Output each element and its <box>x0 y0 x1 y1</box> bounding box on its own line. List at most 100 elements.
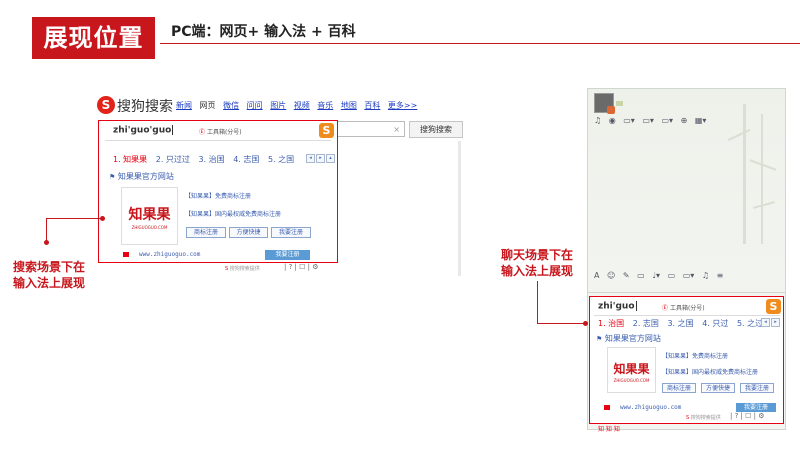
ime-footer: S 搜狗搜索提供 <box>225 265 260 272</box>
nav-item-web[interactable]: 网页 <box>199 101 216 110</box>
chat-toolbar: ♫ ◉ ▭▾ ▭▾ ▭▾ ⊕ ▦▾ <box>594 116 711 125</box>
logo-en: ZHIGUOGUO.COM <box>131 225 168 230</box>
ime-footer: S 搜狗搜索提供 <box>686 414 721 421</box>
flag-icon: ⚑ <box>109 173 116 181</box>
register-now-button[interactable]: 我要注册 <box>740 383 774 393</box>
trademark-register-button[interactable]: 商标注册 <box>186 227 226 238</box>
ime-divider <box>594 315 780 316</box>
nav-item-map[interactable]: 地图 <box>340 101 357 110</box>
next-page-icon[interactable]: ▸ <box>771 318 780 327</box>
chat-input-toolbar: A ☺ ✎ ▭ ♩▾ ▭ ▭▾ ♫ ≡ <box>588 271 785 288</box>
ime-candidate[interactable]: 5. 之过 <box>736 319 764 328</box>
prev-page-icon[interactable]: ◂ <box>761 318 770 327</box>
ime-official-site[interactable]: ⚑ 知果果官方网站 <box>109 171 174 182</box>
sogou-ime-badge-icon[interactable]: S <box>766 299 781 314</box>
logo-en: ZHIGUOGUO.COM <box>613 378 650 383</box>
register-now-button[interactable]: 我要注册 <box>271 227 311 238</box>
sogou-footer-icon: S <box>686 415 690 421</box>
ime-ad-link[interactable]: 【知果果】免费商标注册 <box>662 353 729 360</box>
page-scrollbar[interactable] <box>458 141 461 276</box>
annotation-line <box>537 281 538 323</box>
prev-page-icon[interactable]: ◂ <box>306 154 315 163</box>
ime-url[interactable]: www.zhiguoguo.com <box>139 251 201 258</box>
emoji-icon[interactable]: ☺ <box>607 271 616 280</box>
status-icon <box>616 101 623 106</box>
ime-site-label: 知果果官方网站 <box>604 334 661 343</box>
music-icon[interactable]: ♫ <box>701 271 710 280</box>
ime-divider <box>105 140 331 141</box>
screen-icon[interactable]: ▭▾ <box>623 116 635 125</box>
nav-item-music[interactable]: 音乐 <box>317 101 334 110</box>
search-nav: 新闻 网页 微信 问问 图片 视频 音乐 地图 百科 更多>> <box>176 100 422 111</box>
ime-toolbox[interactable]: Ⓔ 工具箱(分号) <box>662 303 705 312</box>
ime-candidate[interactable]: 1. 知果果 <box>113 155 148 164</box>
folder-icon[interactable]: ▭▾ <box>642 116 654 125</box>
ime-pinyin: zhi'guo <box>598 301 635 312</box>
nav-item-wenwen[interactable]: 问问 <box>246 101 263 110</box>
apps-icon[interactable]: ▦▾ <box>694 116 707 125</box>
ime-footer-text: 搜狗搜索提供 <box>690 415 721 421</box>
logo-zh: 知果果 <box>128 207 171 223</box>
ime-candidate[interactable]: 3. 之国 <box>667 319 694 328</box>
window-icon[interactable]: ▭▾ <box>661 116 674 125</box>
ime-candidate[interactable]: 4. 只过 <box>702 319 729 328</box>
sogou-logo-icon[interactable]: S <box>97 96 115 114</box>
trademark-register-button[interactable]: 商标注册 <box>662 383 696 393</box>
nav-item-baike[interactable]: 百科 <box>364 101 381 110</box>
add-icon[interactable]: ⊕ <box>680 116 688 125</box>
annotation-line <box>46 218 47 242</box>
convenient-button[interactable]: 方便快捷 <box>229 227 268 238</box>
ime-candidate[interactable]: 5. 之国 <box>267 155 295 164</box>
ime-ad-link[interactable]: 【知果果】国内最权威免费商标注册 <box>662 369 759 376</box>
next-page-icon[interactable]: ▸ <box>316 154 325 163</box>
ime-pager: ◂▸▴ <box>305 154 335 163</box>
collapse-icon[interactable]: ▴ <box>326 154 335 163</box>
sogou-logo-text[interactable]: 搜狗搜索 <box>117 99 173 115</box>
ime-candidate[interactable]: 2. 只过过 <box>155 155 190 164</box>
ime-candidate[interactable]: 1. 治国 <box>598 319 625 328</box>
zhiguoguo-logo[interactable]: 知果果 ZHIGUOGUO.COM <box>607 347 656 393</box>
edit-icon[interactable]: ▭ <box>667 271 676 280</box>
page-subtitle: PC端：网页+ 输入法 + 百科 <box>171 24 356 40</box>
scissors-icon[interactable]: ✎ <box>622 271 630 280</box>
convenient-button[interactable]: 方便快捷 <box>701 383 735 393</box>
ime-official-site[interactable]: ⚑ 知果果官方网站 <box>596 333 661 344</box>
annotation-search-scene: 搜索场景下在 输入法上展现 <box>12 260 85 290</box>
mic-icon[interactable]: ♫ <box>594 116 602 125</box>
sogou-ime-badge-icon[interactable]: S <box>319 123 334 138</box>
clear-icon[interactable]: × <box>393 125 400 134</box>
ime-candidate[interactable]: 4. 志国 <box>233 155 260 164</box>
ime-ad-link[interactable]: 【知果果】国内最权威免费商标注册 <box>185 211 282 218</box>
ime-ad-link[interactable]: 【知果果】免费商标注册 <box>185 193 252 200</box>
record-icon[interactable]: ◉ <box>608 116 616 125</box>
voice-icon[interactable]: ♩▾ <box>652 271 661 280</box>
nav-item-more[interactable]: 更多>> <box>387 101 418 110</box>
nav-item-news[interactable]: 新闻 <box>176 101 192 110</box>
sogou-footer-icon: S <box>225 266 229 272</box>
ime-toolbox[interactable]: Ⓔ 工具箱(分号) <box>199 127 242 136</box>
ime-candidate-window-chat: zhi'guo Ⓔ 工具箱(分号) S 1. 治国 2. 志国 3. 之国 4.… <box>589 296 784 424</box>
ime-candidate-list: 1. 治国 2. 志国 3. 之国 4. 只过 5. 之过 <box>598 318 769 329</box>
annotation-line <box>46 218 102 219</box>
ime-candidate[interactable]: 2. 志国 <box>632 319 659 328</box>
annotation-dot <box>100 216 105 221</box>
nav-item-video[interactable]: 视频 <box>293 101 310 110</box>
avatar[interactable] <box>594 93 615 114</box>
ime-candidate[interactable]: 3. 治国 <box>198 155 225 164</box>
signup-button[interactable]: 我要注册 <box>265 250 310 260</box>
signup-button[interactable]: 我要注册 <box>736 403 776 412</box>
nav-item-images[interactable]: 图片 <box>270 101 287 110</box>
chat-divider <box>588 292 785 293</box>
font-icon[interactable]: A <box>594 271 600 280</box>
ime-url[interactable]: www.zhiguoguo.com <box>620 404 682 411</box>
ime-footer-icons[interactable]: | ? | ☐ | ⚙ <box>284 263 319 271</box>
screenshot-icon[interactable]: ▭ <box>637 271 645 280</box>
toolbox-label: 工具箱(分号) <box>206 129 242 136</box>
zhiguoguo-logo[interactable]: 知果果 ZHIGUOGUO.COM <box>121 187 178 245</box>
nav-item-wechat[interactable]: 微信 <box>223 101 240 110</box>
zhiguoguo-mini-logo-icon <box>123 252 129 257</box>
more-icon[interactable]: ≡ <box>716 271 724 280</box>
ime-footer-icons[interactable]: | ? | ☐ | ⚙ <box>730 412 765 420</box>
image-icon[interactable]: ▭▾ <box>682 271 695 280</box>
search-button[interactable]: 搜狗搜索 <box>409 121 463 138</box>
